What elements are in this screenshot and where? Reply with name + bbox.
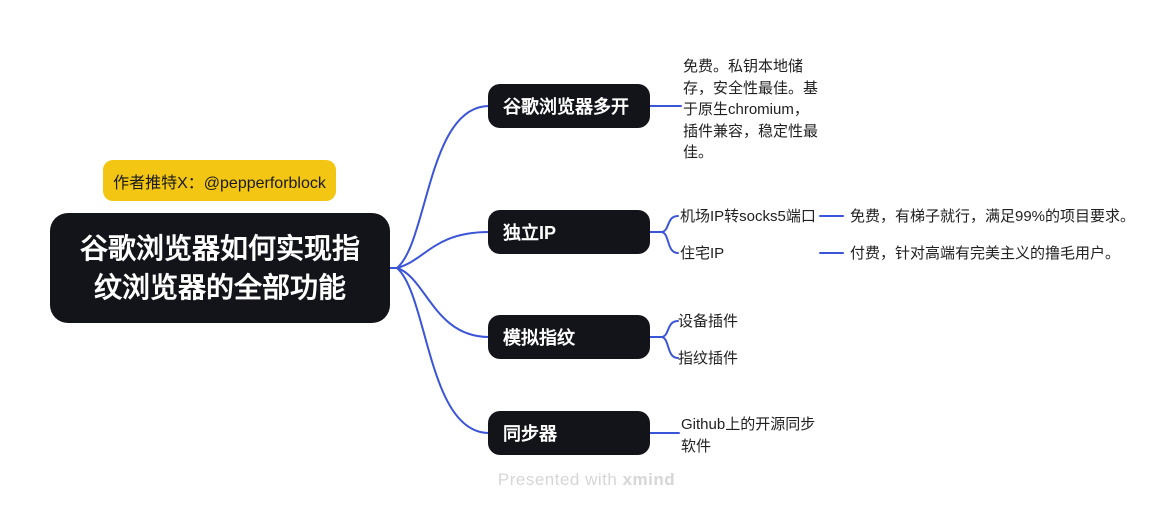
subtopic-residential-ip[interactable]: 住宅IP [680, 245, 725, 262]
branch-topic-multi-open[interactable]: 谷歌浏览器多开 [488, 84, 650, 128]
root-topic[interactable]: 谷歌浏览器如何实现指纹浏览器的全部功能 [50, 213, 390, 323]
branch-topic-syncer[interactable]: 同步器 [488, 411, 650, 455]
watermark-brand: xmind [622, 470, 676, 489]
branch-topic-simulate-fingerprint[interactable]: 模拟指纹 [488, 315, 650, 359]
author-twitter-label[interactable]: 作者推特X：@pepperforblock [103, 160, 336, 201]
leaf-note-residential-ip[interactable]: 付费，针对高端有完美主义的撸毛用户。 [850, 245, 1121, 262]
subtopic-fingerprint-plugin[interactable]: 指纹插件 [678, 350, 739, 367]
connector-root-branch4 [396, 267, 490, 434]
connector-root-branch1 [396, 105, 490, 269]
connector-root-branch2 [396, 231, 490, 269]
xmind-watermark: Presented with xmind [0, 470, 1173, 490]
subtopic-airport-ip-socks5[interactable]: 机场IP转socks5端口 [680, 208, 816, 225]
connector-branch3-child2 [660, 336, 679, 359]
note-multi-open[interactable]: 免费。私钥本地储存，安全性最佳。基于原生chromium，插件兼容，稳定性最佳。 [683, 58, 819, 161]
subtopic-device-plugin[interactable]: 设备插件 [678, 313, 739, 330]
connector-root-branch3 [396, 267, 490, 338]
leaf-note-airport-ip[interactable]: 免费，有梯子就行，满足99%的项目要求。 [850, 208, 1136, 225]
connector-branch2-child1 [660, 215, 679, 233]
connector-branch3-child1 [660, 320, 679, 338]
watermark-prefix: Presented with [497, 470, 623, 489]
connector-branch2-child2 [660, 231, 679, 254]
branch-topic-independent-ip[interactable]: 独立IP [488, 210, 650, 254]
note-syncer[interactable]: Github上的开源同步软件 [681, 416, 816, 455]
